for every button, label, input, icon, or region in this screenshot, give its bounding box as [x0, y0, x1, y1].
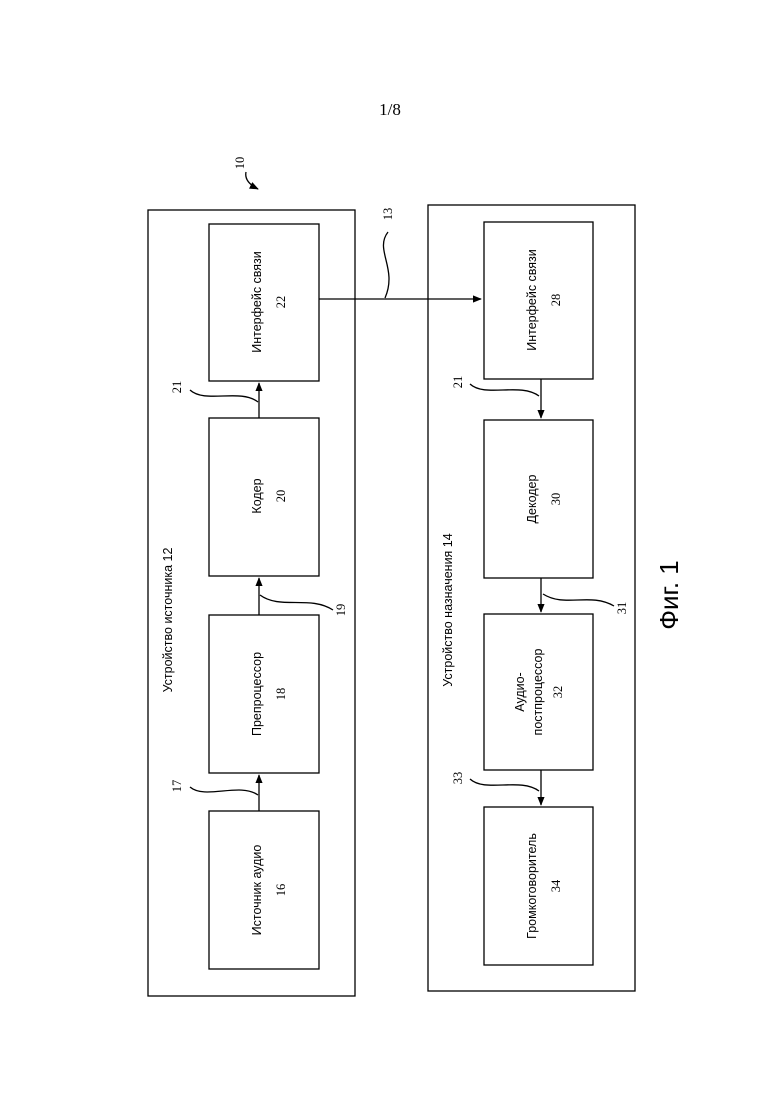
encoder-20-num: 20 — [274, 490, 288, 503]
source-device-label: Устройство источника 12 — [161, 548, 175, 693]
leader-13 — [383, 232, 389, 298]
comm-interface-28-name: Интерфейс связи — [525, 249, 539, 351]
link-ref-21-source: 21 — [170, 381, 184, 394]
system-ref-arrow — [246, 172, 258, 189]
link-ref-31: 31 — [615, 602, 629, 615]
figure-label: Фиг. 1 — [654, 560, 684, 630]
audio-source-16-num: 16 — [274, 884, 288, 897]
link-ref-17: 17 — [170, 780, 184, 793]
comm-interface-22-num: 22 — [274, 296, 288, 309]
decoder-30-name: Декодер — [525, 475, 539, 524]
loudspeaker-34-name: Громкоговоритель — [525, 833, 539, 939]
preprocessor-18-name: Препроцессор — [250, 652, 264, 736]
encoder-20-name: Кодер — [250, 478, 264, 513]
leader-33 — [470, 779, 539, 791]
preprocessor-18-block — [209, 615, 319, 773]
leader-17 — [190, 787, 258, 795]
channel-ref-13: 13 — [381, 208, 395, 221]
loudspeaker-34-num: 34 — [549, 879, 563, 892]
comm-interface-28-num: 28 — [549, 294, 563, 307]
leader-21-dest — [470, 384, 539, 396]
audio-source-16-block — [209, 811, 319, 969]
comm-interface-22-name: Интерфейс связи — [250, 251, 264, 353]
audio-source-16-name: Источник аудио — [250, 845, 264, 936]
preprocessor-18-num: 18 — [274, 688, 288, 701]
audio-postprocessor-32-name-line1: Аудио- — [513, 672, 527, 711]
leader-31 — [543, 594, 614, 606]
audio-postprocessor-32-num: 32 — [551, 686, 565, 699]
decoder-30-num: 30 — [549, 493, 563, 506]
dest-device-label: Устройство назначения 14 — [441, 533, 455, 686]
link-ref-33: 33 — [451, 772, 465, 785]
comm-interface-22-block — [209, 224, 319, 381]
leader-19 — [260, 595, 333, 610]
encoder-20-block — [209, 418, 319, 576]
system-ref-label: 10 — [233, 157, 247, 170]
link-ref-19: 19 — [334, 604, 348, 617]
leader-21-source — [190, 390, 258, 402]
link-ref-21-dest: 21 — [451, 376, 465, 389]
audio-postprocessor-32-name-line2: постпроцессор — [531, 649, 545, 736]
